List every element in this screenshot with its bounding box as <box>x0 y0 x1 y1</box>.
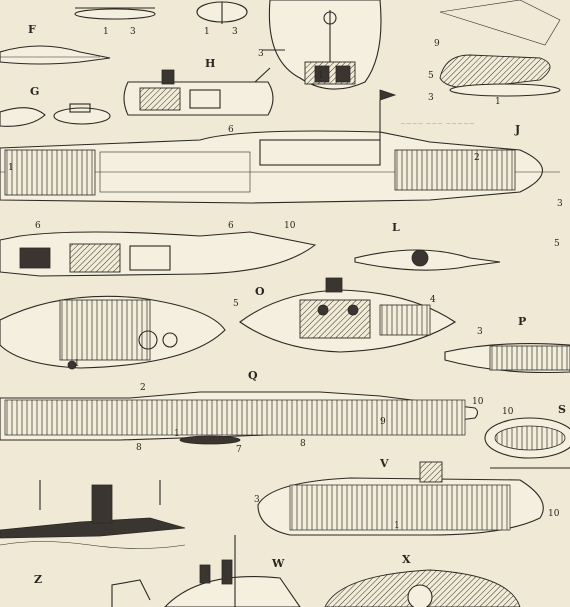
sub-v <box>257 461 544 536</box>
num-label: 3 <box>254 495 260 505</box>
num-label: 1 <box>174 429 180 439</box>
num-label: 10 <box>284 221 296 231</box>
num-label: 6 <box>228 221 234 231</box>
sub-p <box>444 343 570 374</box>
num-label: 3 <box>477 327 483 337</box>
num-label: 7 <box>236 445 242 455</box>
num-label: 6 <box>35 221 41 231</box>
num-label: 9 <box>434 39 440 49</box>
top-propeller-fragments <box>74 1 248 24</box>
num-label: 1 <box>394 521 400 531</box>
num-label: 3 <box>428 93 434 103</box>
num-label: 8 <box>136 443 142 453</box>
num-label: 1 <box>495 97 501 107</box>
label-x: X <box>402 553 411 566</box>
label-l: L <box>392 221 400 234</box>
sub-l <box>354 249 501 271</box>
label-z: Z <box>34 573 43 586</box>
num-label: 6 <box>228 125 234 135</box>
label-o: O <box>255 285 265 298</box>
sub-s <box>484 417 570 469</box>
num-label: 1 <box>318 71 324 81</box>
sub-g <box>0 103 111 127</box>
num-label: 1 <box>8 163 14 173</box>
background-text: ~~~~ ~~~ ~~~~~ <box>400 120 475 128</box>
bottom-row <box>111 535 521 607</box>
num-label: 8 <box>300 439 306 449</box>
num-label: 3 <box>557 199 563 209</box>
sub-surfaced-photo <box>0 480 186 549</box>
label-f: F <box>28 23 36 36</box>
sub-row4-left <box>0 295 226 370</box>
sub-f <box>0 45 111 65</box>
num-label: 1 <box>204 27 210 37</box>
num-label: 4 <box>430 295 436 305</box>
num-label: 5 <box>554 239 560 249</box>
num-label: 5 <box>233 299 239 309</box>
label-s: S <box>558 403 566 416</box>
num-label: 10 <box>472 397 484 407</box>
num-label: 2 <box>140 383 146 393</box>
label-q: Q <box>248 369 258 382</box>
num-label: 9 <box>380 417 386 427</box>
label-j: J <box>515 123 521 136</box>
num-label: 10 <box>502 407 514 417</box>
num-label: 3 <box>258 49 264 59</box>
label-v: V <box>380 457 389 470</box>
num-label: 1 <box>74 359 80 369</box>
label-p: P <box>518 315 527 328</box>
num-label: 10 <box>548 509 560 519</box>
label-h: H <box>205 57 216 70</box>
num-label: 2 <box>474 153 480 163</box>
num-label: 3 <box>232 27 238 37</box>
sub-top-center <box>262 0 382 90</box>
label-w: W <box>272 557 285 570</box>
sub-h <box>123 67 274 116</box>
num-label: 3 <box>130 27 136 37</box>
sub-o <box>239 277 457 353</box>
sub-top-right <box>439 0 561 97</box>
sub-row3-left <box>0 231 317 277</box>
label-g: G <box>30 85 40 98</box>
sub-q <box>0 391 479 445</box>
sub-j <box>0 89 560 204</box>
num-label: 1 <box>103 27 109 37</box>
num-label: 5 <box>428 71 434 81</box>
